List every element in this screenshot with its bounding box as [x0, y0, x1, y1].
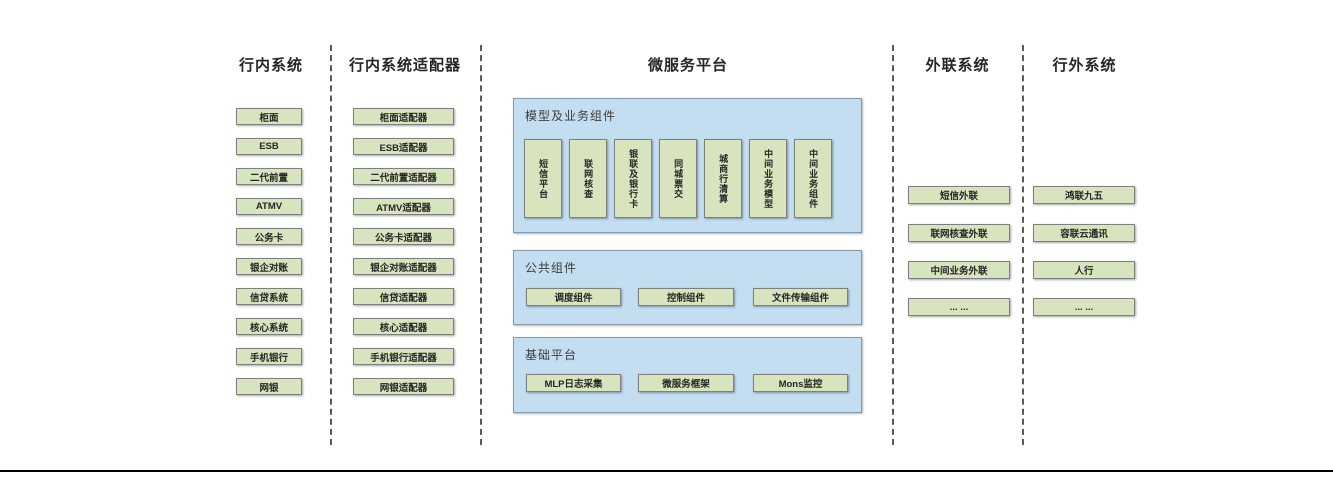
system-box: 手机银行	[236, 348, 302, 365]
adapter-box: ATMV适配器	[353, 198, 454, 215]
component-box: 城商行清算	[704, 139, 742, 218]
panel-title: 基础平台	[525, 348, 578, 362]
system-box: 公务卡	[236, 228, 302, 245]
column-divider	[480, 45, 482, 445]
outside-system-box: 人行	[1033, 261, 1135, 279]
panel-model-business-components: 模型及业务组件 短信平台 联网核查 银联及银行卡 同城票交 城商行清算 中间业务…	[513, 98, 862, 233]
component-box: 联网核查	[569, 139, 607, 218]
column-header-microservice-platform: 微服务平台	[647, 57, 728, 74]
component-box: 控制组件	[638, 288, 734, 306]
adapter-box: 柜面适配器	[353, 108, 454, 125]
adapter-box: 核心适配器	[353, 318, 454, 335]
component-box: 同城票交	[659, 139, 697, 218]
component-box: MLP日志采集	[526, 374, 621, 392]
panel-base-platform: 基础平台 MLP日志采集 微服务框架 Mons监控	[513, 337, 862, 413]
system-box: 二代前置	[236, 168, 302, 185]
system-box: 网银	[236, 378, 302, 395]
component-box: 中间业务模型	[749, 139, 787, 218]
adapter-box: 网银适配器	[353, 378, 454, 395]
adapter-box: 银企对账适配器	[353, 258, 454, 275]
adapter-box: 手机银行适配器	[353, 348, 454, 365]
external-link-box-ellipsis: ... ...	[908, 298, 1010, 316]
system-box: ESB	[236, 138, 302, 155]
external-link-box: 短信外联	[908, 186, 1010, 204]
system-box: 核心系统	[236, 318, 302, 335]
outside-system-box: 鸿联九五	[1033, 186, 1135, 204]
external-link-box: 联网核查外联	[908, 224, 1010, 242]
panel-title: 公共组件	[525, 261, 578, 275]
bottom-rule	[0, 470, 1333, 472]
system-box: 柜面	[236, 108, 302, 125]
outside-system-box: 容联云通讯	[1033, 224, 1135, 242]
adapter-box: 公务卡适配器	[353, 228, 454, 245]
component-box: Mons监控	[753, 374, 848, 392]
column-header-outside-systems: 行外系统	[1052, 57, 1117, 74]
column-divider	[892, 45, 894, 445]
column-divider	[330, 45, 332, 445]
adapter-box: 二代前置适配器	[353, 168, 454, 185]
adapter-box: 信贷适配器	[353, 288, 454, 305]
outside-system-box-ellipsis: ... ...	[1033, 298, 1135, 316]
column-divider	[1022, 45, 1024, 445]
adapter-box: ESB适配器	[353, 138, 454, 155]
column-header-external-link-systems: 外联系统	[925, 57, 990, 74]
component-box: 微服务框架	[638, 374, 734, 392]
component-box: 银联及银行卡	[614, 139, 652, 218]
component-box: 短信平台	[524, 139, 562, 218]
column-header-internal-systems: 行内系统	[238, 57, 303, 74]
panel-title: 模型及业务组件	[525, 109, 617, 123]
component-box: 文件传输组件	[753, 288, 848, 306]
component-box: 调度组件	[526, 288, 621, 306]
system-box: ATMV	[236, 198, 302, 215]
system-box: 信贷系统	[236, 288, 302, 305]
panel-common-components: 公共组件 调度组件 控制组件 文件传输组件	[513, 250, 862, 325]
component-box: 中间业务组件	[794, 139, 832, 218]
column-header-internal-adapters: 行内系统适配器	[348, 57, 461, 74]
system-box: 银企对账	[236, 258, 302, 275]
external-link-box: 中间业务外联	[908, 261, 1010, 279]
